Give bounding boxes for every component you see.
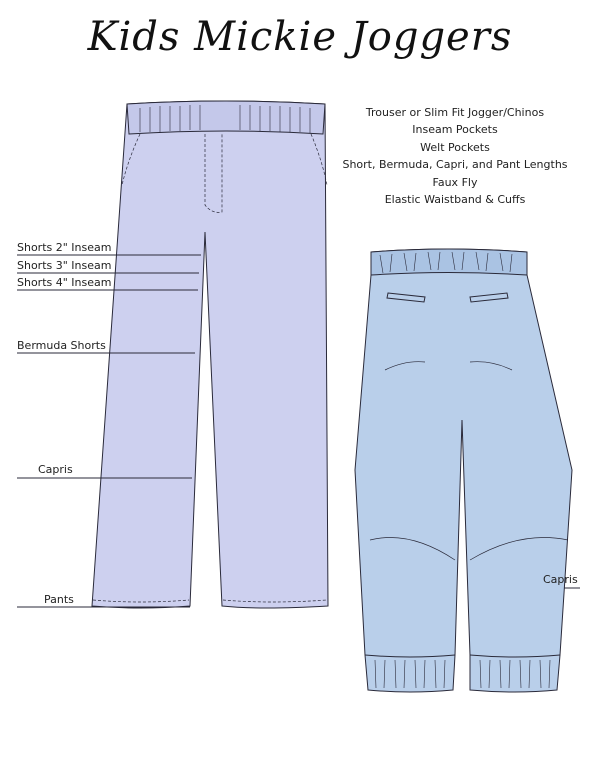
welt-pocket-left [386, 292, 426, 303]
front-pants-drawing [91, 100, 329, 609]
label-back-capris: Capris [543, 573, 578, 586]
cuff-gathers [374, 659, 551, 689]
feature-item: Inseam Pockets [412, 123, 498, 137]
page-title: Kids Mickie Joggers [87, 14, 513, 60]
front-pants-body [91, 100, 329, 609]
left-cuff [364, 654, 456, 658]
welt-pocket-right [469, 292, 509, 303]
label-shorts-4-inseam: Shorts 4" Inseam [17, 276, 112, 289]
back-pants-drawing [354, 248, 573, 693]
feature-item: Faux Fly [432, 175, 478, 189]
label-capris: Capris [38, 463, 73, 476]
label-bermuda-shorts: Bermuda Shorts [17, 339, 106, 352]
label-shorts-2-inseam: Shorts 2" Inseam [17, 241, 112, 254]
left-pocket-line [121, 133, 141, 186]
length-lines [17, 254, 580, 608]
feature-item: Elastic Waistband & Cuffs [384, 193, 526, 207]
back-waistband [370, 248, 528, 276]
right-pocket-line [310, 133, 328, 186]
hem-stitching [92, 599, 328, 603]
feature-item: Welt Pockets [420, 140, 490, 154]
label-pants: Pants [44, 593, 74, 606]
back-pants-body [354, 248, 573, 693]
seat-lines [369, 361, 569, 561]
label-shorts-3-inseam: Shorts 3" Inseam [17, 259, 112, 272]
waistband-gathers [139, 105, 311, 133]
right-cuff [469, 654, 561, 658]
fly-stitching [204, 134, 223, 213]
feature-list: Trouser or Slim Fit Jogger/Chinos Inseam… [330, 104, 580, 208]
feature-item: Short, Bermuda, Capri, and Pant Lengths [342, 158, 568, 172]
front-waistband [126, 100, 326, 135]
back-waistband-gathers [379, 251, 513, 274]
feature-item: Trouser or Slim Fit Jogger/Chinos [365, 106, 545, 119]
